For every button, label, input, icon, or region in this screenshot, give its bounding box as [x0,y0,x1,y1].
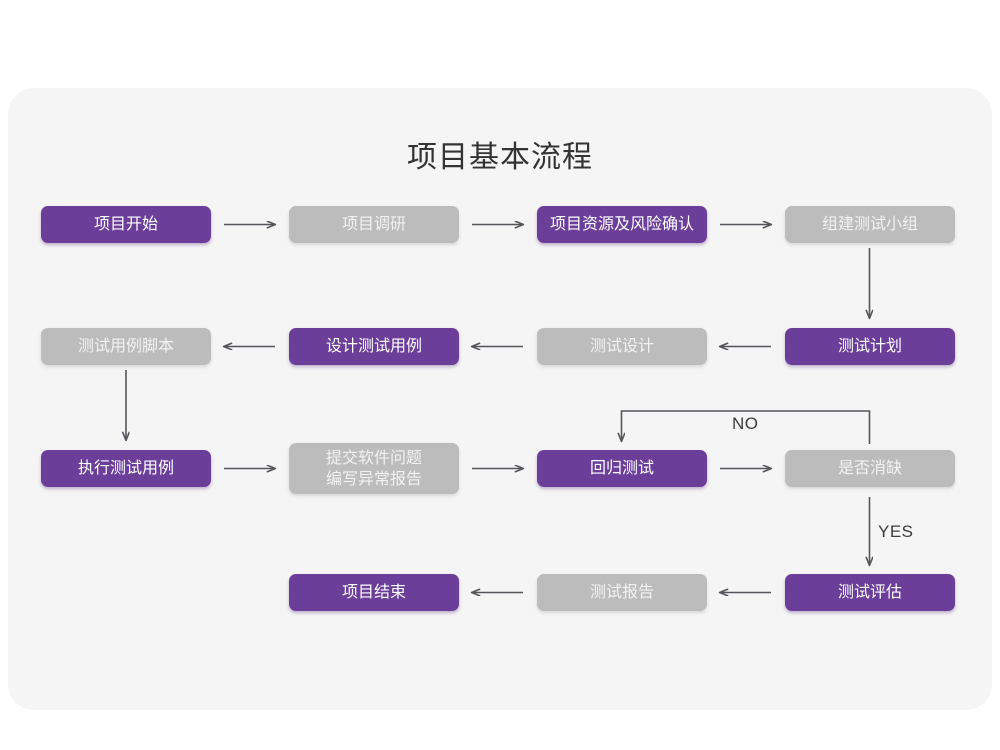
edge-label-yes: YES [878,522,914,541]
node-label: 测试报告 [589,584,654,601]
page-title: 项目基本流程 [407,141,593,174]
node-label: 回归测试 [589,460,654,477]
node-resource-risk-confirm[interactable]: 项目资源及风险确认 [537,206,707,243]
node-test-case-script[interactable]: 测试用例脚本 [41,328,211,365]
node-test-plan[interactable]: 测试计划 [785,328,955,365]
node-submit-defect-report[interactable]: 提交软件问题 编写异常报告 [289,443,459,494]
node-project-end[interactable]: 项目结束 [289,574,459,611]
node-project-start[interactable]: 项目开始 [41,206,211,243]
node-label: 是否消缺 [837,460,902,477]
node-label: 提交软件问题 编写异常报告 [325,449,422,488]
node-label: 项目调研 [341,216,406,233]
node-project-research[interactable]: 项目调研 [289,206,459,243]
node-execute-test-case[interactable]: 执行测试用例 [41,450,211,487]
node-defect-cleared-decision[interactable]: 是否消缺 [785,450,955,487]
flowchart-card [8,88,992,710]
node-label: 测试设计 [589,338,654,355]
node-test-report[interactable]: 测试报告 [537,574,707,611]
node-label: 测试用例脚本 [77,338,174,355]
node-label: 组建测试小组 [821,216,918,233]
node-label: 执行测试用例 [77,460,174,477]
node-test-design[interactable]: 测试设计 [537,328,707,365]
node-label: 项目资源及风险确认 [549,216,694,233]
node-design-test-case[interactable]: 设计测试用例 [289,328,459,365]
node-label: 项目开始 [93,216,158,233]
node-form-test-team[interactable]: 组建测试小组 [785,206,955,243]
node-label: 设计测试用例 [325,338,422,355]
edge-label-no: NO [732,414,759,433]
node-label: 项目结束 [341,584,406,601]
node-regression-test[interactable]: 回归测试 [537,450,707,487]
node-label: 测试计划 [837,338,902,355]
node-test-evaluation[interactable]: 测试评估 [785,574,955,611]
node-label: 测试评估 [837,584,902,601]
